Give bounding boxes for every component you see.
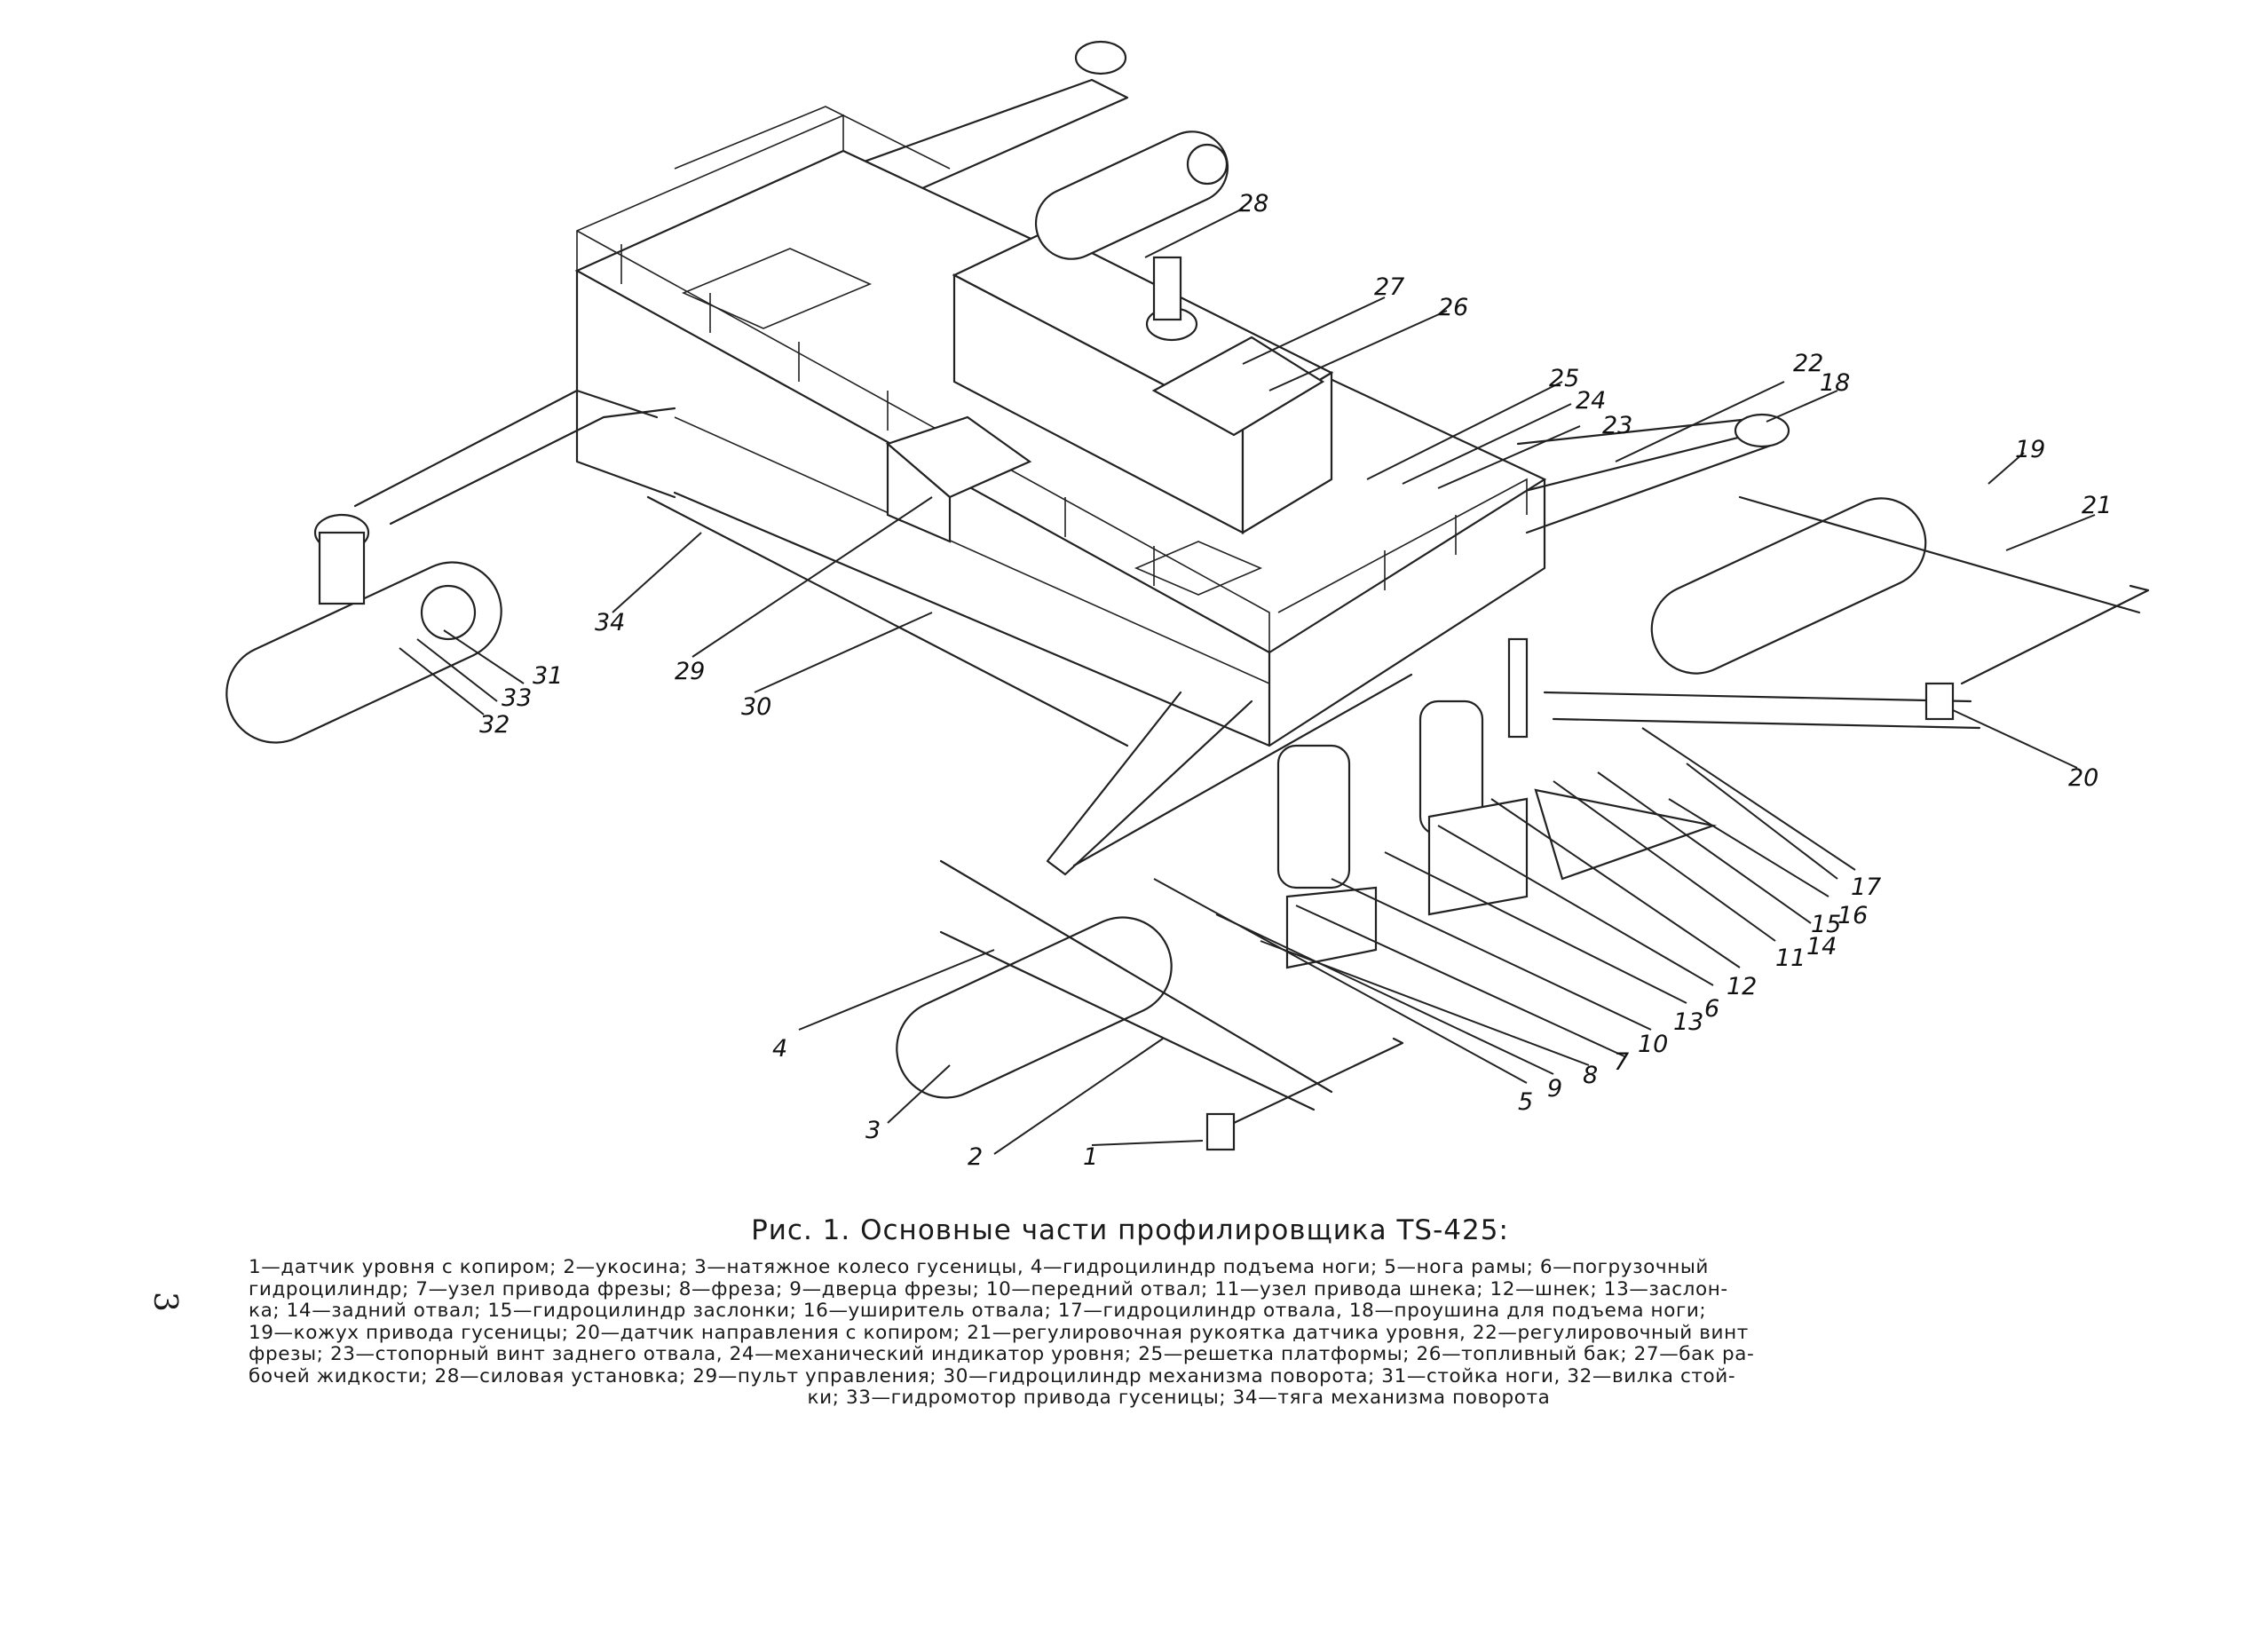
- callout-9: 9: [1547, 1075, 1562, 1103]
- callout-17: 17: [1851, 873, 1881, 901]
- legend-line: ки; 33—гидромотор привода гусеницы; 34—т…: [807, 1387, 1551, 1409]
- callout-8: 8: [1583, 1062, 1598, 1089]
- callout-28: 28: [1238, 190, 1268, 217]
- figure-legend: 1—датчик уровня с копиром; 2—укосина; 3—…: [249, 1256, 2109, 1410]
- figure-caption: Рис. 1. Основные части профилировщика TS…: [751, 1214, 1509, 1246]
- callout-24: 24: [1576, 387, 1606, 415]
- legend-line: 1—датчик уровня с копиром; 2—укосина; 3—…: [249, 1256, 1709, 1278]
- legend-line: 19—кожух привода гусеницы; 20—датчик нап…: [249, 1321, 1749, 1344]
- leader-lines: [399, 208, 2096, 1155]
- callout-5: 5: [1518, 1088, 1533, 1116]
- tracks: [225, 130, 1927, 1099]
- callout-labels: 1 2 3 4 5 9 8 7 10 13 6 12 11 14 15 16 1…: [479, 190, 2112, 1171]
- callout-25: 25: [1549, 365, 1579, 392]
- callout-1: 1: [1083, 1143, 1098, 1171]
- callout-27: 27: [1374, 273, 1404, 301]
- callout-19: 19: [2015, 436, 2045, 463]
- callout-29: 29: [675, 658, 705, 685]
- callout-18: 18: [1820, 369, 1850, 397]
- machine-drawing: 1 2 3 4 5 9 8 7 10 13 6 12 11 14 15 16 1…: [225, 40, 2150, 1171]
- callout-22: 22: [1793, 350, 1823, 377]
- callout-33: 33: [502, 684, 532, 712]
- callout-4: 4: [772, 1035, 787, 1063]
- legend-line: фрезы; 23—стопорный винт заднего отвала,…: [249, 1343, 1755, 1365]
- callout-13: 13: [1673, 1008, 1703, 1036]
- callout-12: 12: [1727, 973, 1757, 1000]
- callout-7: 7: [1614, 1048, 1629, 1076]
- callout-6: 6: [1704, 995, 1719, 1023]
- callout-31: 31: [533, 662, 563, 690]
- sensor-booms: [646, 495, 2150, 1151]
- callout-10: 10: [1638, 1031, 1668, 1058]
- legend-line: бочей жидкости; 28—силовая установка; 29…: [249, 1364, 1736, 1387]
- callout-11: 11: [1775, 945, 1806, 972]
- callout-3: 3: [865, 1117, 881, 1144]
- callout-16: 16: [1837, 902, 1868, 929]
- legend-line: ка; 14—задний отвал; 15—гидроцилиндр зас…: [249, 1300, 1707, 1322]
- callout-21: 21: [2082, 492, 2112, 519]
- frame-legs: [353, 78, 1981, 876]
- callout-30: 30: [741, 693, 771, 721]
- callout-2: 2: [968, 1143, 983, 1171]
- callout-26: 26: [1438, 294, 1468, 321]
- callout-34: 34: [595, 609, 625, 636]
- callout-32: 32: [479, 711, 510, 739]
- power-unit: [952, 40, 1334, 534]
- working-parts: [1276, 637, 1718, 969]
- legend-line: гидроцилиндр; 7—узел привода фрезы; 8—фр…: [249, 1277, 1728, 1300]
- callout-14: 14: [1806, 933, 1837, 960]
- callout-20: 20: [2068, 764, 2098, 792]
- callout-23: 23: [1602, 412, 1632, 439]
- callout-15: 15: [1811, 911, 1841, 938]
- page-number: 3: [146, 1292, 183, 1312]
